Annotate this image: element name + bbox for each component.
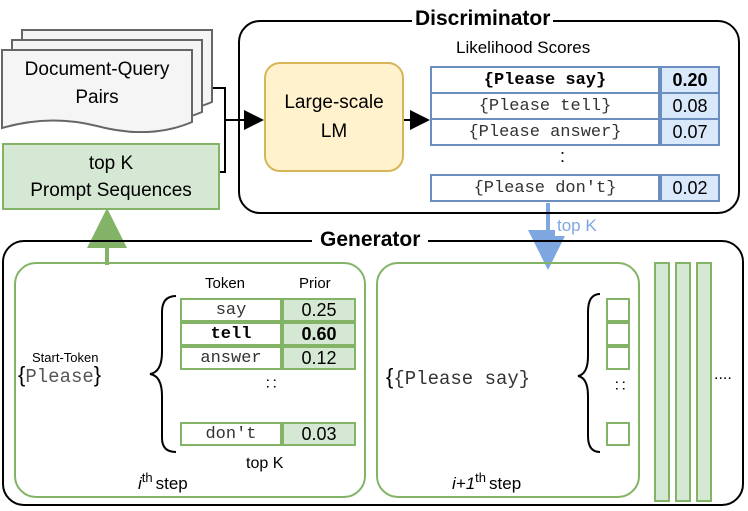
- prior-cell: 0.12: [282, 346, 356, 370]
- prior-cell: 0.60: [282, 322, 356, 346]
- step-i1-word: step: [489, 474, 522, 493]
- more-steps-ellipsis: ....: [714, 366, 732, 383]
- candidate-slot: [606, 322, 630, 346]
- lm-line1: Large-scale: [284, 92, 384, 113]
- language-model-box: Large-scale LM: [264, 62, 404, 172]
- documents-label-line2: Pairs: [75, 87, 119, 108]
- candidate-row: {Please say} 0.20: [430, 66, 720, 94]
- seq-close-brace: }: [93, 362, 102, 387]
- candidate-text: {Please answer}: [430, 118, 660, 146]
- further-step-bar: [696, 262, 712, 502]
- topk-connector: [220, 120, 226, 173]
- slot-ellipsis: ::: [612, 380, 629, 393]
- start-sequence: { Please }: [18, 362, 101, 388]
- step-i1-label: i+1 th step: [450, 470, 524, 494]
- prior-cell: 0.25: [282, 298, 356, 322]
- documents-label: Document-Query Pairs: [2, 56, 192, 112]
- prior-cell: 0.03: [282, 422, 356, 446]
- candidate-row: {Please tell} 0.08: [430, 92, 720, 120]
- candidate-text: {Please say}: [430, 66, 660, 94]
- top-k-selection-label: top K: [246, 455, 284, 472]
- step-i-panel: [14, 262, 366, 498]
- candidate-score: 0.02: [660, 174, 720, 202]
- lm-line2: LM: [320, 121, 348, 142]
- seq-open-brace: {: [18, 362, 26, 387]
- further-step-bar: [654, 262, 670, 502]
- likelihood-scores-title: Likelihood Scores: [456, 38, 591, 57]
- token-ellipsis: ::: [263, 378, 280, 391]
- candidate-slot: [606, 298, 630, 322]
- step-i1-brace: [577, 293, 601, 453]
- token-cell: don't: [180, 422, 282, 446]
- step-i-var: i: [138, 474, 142, 493]
- top-k-arrow-label: top K: [555, 216, 599, 236]
- step-i-brace: [149, 295, 177, 453]
- top-k-line1: top K: [88, 153, 134, 174]
- candidate-row: {Please don't} 0.02: [430, 174, 720, 202]
- discriminator-title: Discriminator: [412, 8, 554, 30]
- documents-stack-icon: [1, 29, 213, 133]
- candidate-score: 0.07: [660, 118, 720, 146]
- prior-column-header: Prior: [299, 275, 331, 292]
- token-cell: tell: [180, 322, 282, 346]
- candidate-score: 0.08: [660, 92, 720, 120]
- documents-label-line1: Document-Query: [24, 59, 170, 80]
- candidate-text: {Please tell}: [430, 92, 660, 120]
- further-step-bar: [675, 262, 691, 502]
- candidate-slot: [606, 346, 630, 370]
- candidate-score: 0.20: [660, 66, 720, 94]
- step-i-sup: th: [141, 470, 153, 485]
- top-k-line2: Prompt Sequences: [30, 180, 192, 201]
- candidate-text: {Please don't}: [430, 174, 660, 202]
- start-token-label: Start-Token: [32, 350, 99, 365]
- step-i-label: i th step: [136, 470, 190, 494]
- step-i1-panel: [376, 262, 640, 498]
- candidate-slot: [606, 422, 630, 446]
- step-i-word: step: [155, 474, 188, 493]
- candidate-row: {Please answer} 0.07: [430, 118, 720, 146]
- candidate-ellipsis: :: [560, 146, 566, 166]
- top-k-prompt-box: top K Prompt Sequences: [2, 143, 220, 210]
- token-cell: answer: [180, 346, 282, 370]
- generator-title: Generator: [312, 229, 429, 251]
- token-cell: say: [180, 298, 282, 322]
- step-i1-sequence: {{Please say}: [386, 364, 531, 390]
- token-column-header: Token: [205, 275, 246, 292]
- step-i1-var: i+1: [452, 474, 476, 493]
- step-i1-sup: th: [475, 470, 487, 485]
- seq-start-word: Please: [25, 366, 94, 388]
